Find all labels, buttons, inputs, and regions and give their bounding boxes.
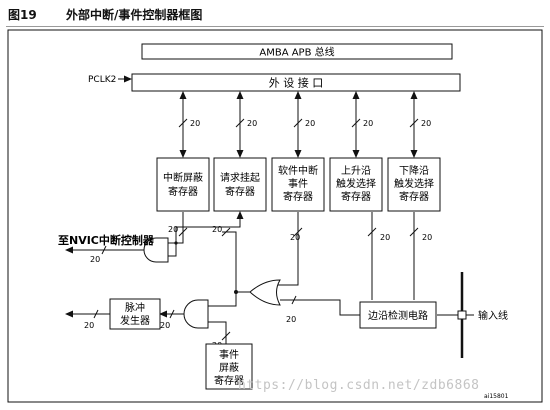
bus-width-label: 20 xyxy=(380,233,390,242)
bus-width-label: 20 xyxy=(84,321,94,330)
event-mask-register-label-1: 事件 xyxy=(219,348,239,361)
diagram-frame xyxy=(7,29,543,403)
pulse-generator xyxy=(109,298,161,330)
bus-width-label: 20 xyxy=(421,119,431,128)
rising-trigger-register xyxy=(329,157,383,212)
junction-dot xyxy=(234,290,238,294)
bus-slash xyxy=(409,227,419,237)
wire-and-to-pending xyxy=(168,211,244,257)
bus-width-label: 20 xyxy=(190,119,200,128)
bus-width-label: 20 xyxy=(168,225,178,234)
or-gate xyxy=(249,279,281,306)
bus-slash xyxy=(101,245,107,255)
figure-id-code: ai15801 xyxy=(484,393,509,400)
bus-slash xyxy=(367,227,377,237)
header-divider xyxy=(6,26,544,27)
bus-width-label: 20 xyxy=(247,119,257,128)
peripheral-interface-label: 外 设 接 口 xyxy=(269,77,324,90)
rising-register-label-2: 触发选择 xyxy=(336,177,376,190)
figure-title: 外部中断/事件控制器框图 xyxy=(66,8,203,22)
bus-width-label: 20 xyxy=(290,233,300,242)
wire-edge-to-or xyxy=(280,299,360,316)
amba-apb-bus-box xyxy=(141,43,453,60)
bus-width-label: 20 xyxy=(422,233,432,242)
pending-request-register xyxy=(213,157,267,212)
nvic-output-label: 至NVIC中断控制器 xyxy=(58,233,155,247)
bus-slash xyxy=(235,118,245,128)
wire-software-to-or xyxy=(278,212,299,286)
bus-slash xyxy=(178,118,188,128)
pulse-generator-label-2: 发生器 xyxy=(120,314,150,327)
input-pin xyxy=(457,310,467,320)
interrupt-mask-register xyxy=(156,157,210,212)
software-register-label-3: 寄存器 xyxy=(283,190,313,203)
wire-or-to-nvic-and xyxy=(222,231,237,292)
bus-width-label: 20 xyxy=(160,321,170,330)
bus-width-label: 20 xyxy=(212,225,222,234)
pending-request-register-label-2: 寄存器 xyxy=(225,185,255,198)
junction-dot xyxy=(174,241,178,245)
bus-width-label: 20 xyxy=(363,119,373,128)
bus-slash xyxy=(169,309,175,319)
bus-width-label: 20 xyxy=(90,255,100,264)
interrupt-mask-register-label-1: 中断屏蔽 xyxy=(163,171,203,184)
bus-slash xyxy=(93,309,99,319)
watermark-text: https://blog.csdn.net/zdb6868 xyxy=(238,378,480,393)
event-mask-register-label-2: 屏蔽 xyxy=(219,362,239,374)
bus-width-label: 20 xyxy=(305,119,315,128)
falling-trigger-register xyxy=(387,157,441,212)
input-line-label: 输入线 xyxy=(478,309,508,322)
pclk2-label: PCLK2 xyxy=(88,75,116,85)
falling-register-label-1: 下降沿 xyxy=(399,164,429,177)
falling-register-label-3: 寄存器 xyxy=(399,190,429,203)
bus-slash xyxy=(351,118,361,128)
bus-slash xyxy=(178,227,188,237)
event-mask-register-label-3: 寄存器 xyxy=(214,374,244,387)
bus-slash xyxy=(409,118,419,128)
interrupt-mask-register-label-2: 寄存器 xyxy=(168,185,198,198)
bus-slash xyxy=(291,295,297,305)
figure-number: 图19 xyxy=(8,8,37,22)
figure-header: 图19 外部中断/事件控制器框图 xyxy=(0,0,550,26)
bus-slash xyxy=(293,118,303,128)
bus-width-label: 20 xyxy=(286,315,296,324)
event-mask-register xyxy=(205,343,253,390)
software-register-label-1: 软件中断 xyxy=(278,164,318,177)
edge-detect-circuit xyxy=(359,301,437,329)
nvic-and-gate xyxy=(143,237,169,263)
software-interrupt-event-register xyxy=(271,157,325,212)
bus-slash xyxy=(221,331,231,341)
event-and-gate xyxy=(183,299,209,329)
wire-or-to-event-and xyxy=(208,292,237,307)
pulse-generator-label-1: 脉冲 xyxy=(125,301,145,314)
rising-register-label-3: 寄存器 xyxy=(341,190,371,203)
falling-register-label-2: 触发选择 xyxy=(394,177,434,190)
bus-slash xyxy=(293,227,303,237)
software-register-label-2: 事件 xyxy=(288,177,308,190)
edge-detect-label: 边沿检测电路 xyxy=(368,309,428,322)
wire-intmask-to-and xyxy=(168,212,184,244)
bus-slash xyxy=(221,227,231,237)
amba-apb-bus-label: AMBA APB 总线 xyxy=(259,46,334,59)
pending-request-register-label-1: 请求挂起 xyxy=(220,171,260,184)
rising-register-label-1: 上升沿 xyxy=(341,165,371,177)
